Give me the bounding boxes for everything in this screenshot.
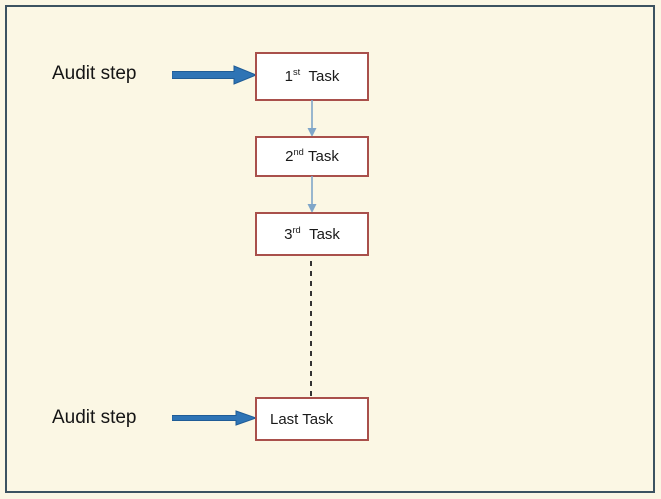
task-label-3: 3rd Task [284,224,340,243]
audit-step-arrow-top-icon [171,64,258,86]
audit-step-arrow-bottom-icon [171,407,258,429]
task-box-last[interactable]: Last Task [255,397,369,441]
task-label-1: 1st Task [284,67,340,85]
task-box-3[interactable]: 3rd Task [255,212,369,256]
flow-connector-1-2-icon [301,100,323,138]
flow-connector-2-3-icon [301,176,323,214]
audit-step-label-bottom: Audit step [52,407,137,428]
audit-step-label-top: Audit step [52,63,137,84]
task-label-last: Last Task [270,410,334,428]
task-box-1[interactable]: 1st Task [255,52,369,101]
task-label-2: 2nd Task [285,147,339,165]
continuation-dashed-line-icon [310,261,312,397]
task-box-2[interactable]: 2nd Task [255,136,369,177]
